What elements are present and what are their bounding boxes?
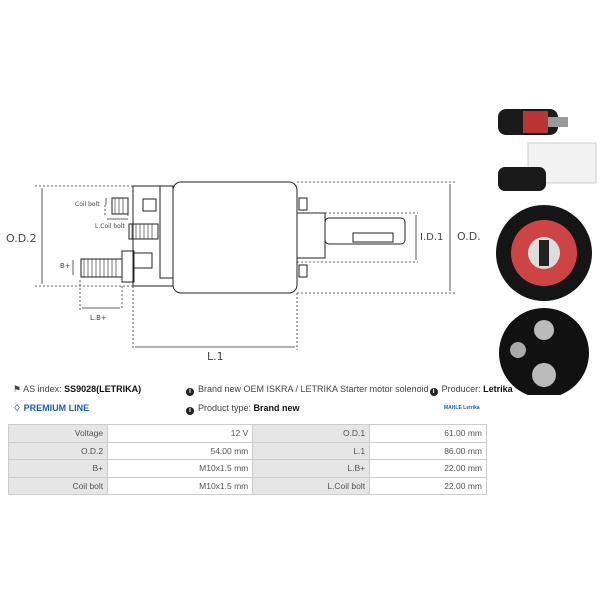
- tag-icon: ⚑: [13, 384, 22, 394]
- as-index: ⚑ AS index: SS9028(LETRIKA): [13, 384, 141, 395]
- thumbnail-side[interactable]: [498, 109, 568, 135]
- description-text: Brand new OEM ISKRA / LETRIKA Starter mo…: [198, 384, 429, 394]
- spec-value: 54.00 mm: [107, 441, 254, 460]
- thumbnail-front[interactable]: [496, 205, 592, 301]
- spec-label: L.B+: [252, 459, 371, 478]
- label-id1: I.D.1: [420, 232, 443, 243]
- label-l1: L.1: [207, 350, 224, 363]
- label-bplus: B+: [60, 262, 71, 270]
- info-icon: i: [429, 388, 438, 396]
- info-icon: i: [186, 388, 194, 396]
- brand-logo: MAHLE Letrika: [444, 405, 480, 411]
- product-type-label: Product type:: [198, 403, 252, 413]
- spec-value: M10x1.5 mm: [107, 476, 254, 495]
- diamond-icon: ♢: [13, 403, 22, 413]
- premium-line: ♢ PREMIUM LINE: [13, 403, 89, 414]
- spec-value: 12 V: [107, 424, 254, 443]
- product-thumbnails: [493, 95, 600, 400]
- producer-value: Letrika: [483, 384, 513, 394]
- dimension-diagram: O.D.2 O.D.1 I.D.1 L.1 L.B+ B+ Coil bolt …: [6, 181, 480, 363]
- spec-label: B+: [7, 459, 109, 478]
- label-l-coil-bolt: L.Coil bolt: [95, 223, 125, 230]
- product-type-value: Brand new: [253, 403, 300, 413]
- spec-value: 86.00 mm: [369, 441, 487, 460]
- producer-label: Producer:: [441, 384, 481, 394]
- spec-value: M10x1.5 mm: [107, 459, 254, 478]
- spec-label: Voltage: [7, 424, 109, 443]
- thumbnail-box[interactable]: [498, 142, 597, 191]
- solenoid-body: [172, 181, 298, 294]
- info-icon: i: [186, 407, 194, 415]
- label-od2: O.D.2: [6, 232, 37, 245]
- as-index-label: AS index:: [23, 384, 62, 394]
- product-type: i Product type: Brand new: [186, 403, 300, 415]
- spec-value: 22.00 mm: [369, 476, 487, 495]
- premium-label: PREMIUM LINE: [23, 403, 90, 413]
- spec-value: 22.00 mm: [369, 459, 487, 478]
- label-coil-bolt: Coil bolt: [75, 201, 100, 208]
- spec-label: L.Coil bolt: [252, 476, 371, 495]
- spec-value: 61.00 mm: [369, 424, 487, 443]
- thumbnail-back[interactable]: [499, 308, 589, 398]
- spec-label: Coil bolt: [7, 476, 109, 495]
- spec-label: O.D.1: [252, 424, 371, 443]
- as-index-value: SS9028(LETRIKA): [64, 384, 142, 394]
- label-od1: O.D.1: [457, 230, 480, 243]
- spec-label: O.D.2: [7, 441, 109, 460]
- label-lbplus: L.B+: [90, 314, 107, 322]
- spec-label: L.1: [252, 441, 371, 460]
